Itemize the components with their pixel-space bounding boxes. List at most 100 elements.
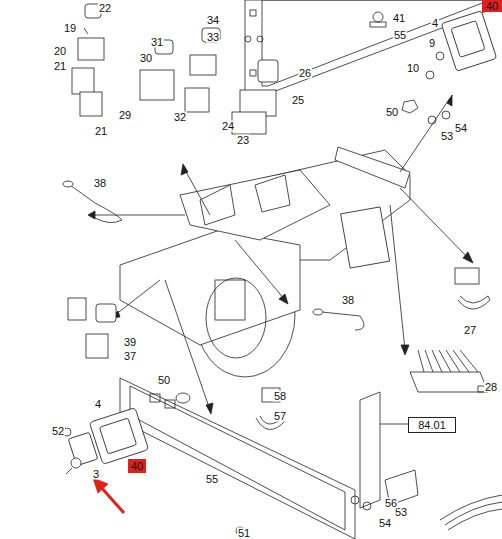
illustration-stroke — [446, 350, 460, 372]
illustration-stroke — [463, 252, 473, 263]
callout-number: 4 — [431, 18, 439, 29]
illustration-stroke — [95, 215, 185, 216]
illustration-stroke — [72, 68, 94, 94]
callout-number: 50 — [385, 107, 399, 118]
illustration-stroke — [436, 52, 444, 60]
illustration-stroke — [425, 350, 433, 372]
illustration-stroke — [68, 298, 86, 320]
illustration-stroke — [363, 502, 371, 510]
callout-number: 22 — [98, 3, 112, 14]
illustration-stroke — [245, 36, 251, 42]
illustration-stroke — [181, 164, 188, 175]
callout-number: 84.01 — [418, 420, 446, 431]
illustration-stroke — [150, 394, 160, 402]
illustration-stroke — [418, 350, 424, 372]
callout-number: 53 — [440, 131, 454, 142]
illustration-stroke — [400, 188, 470, 260]
illustration-stroke — [262, 0, 490, 86]
illustration-stroke — [215, 280, 245, 320]
illustration-stroke — [68, 298, 116, 358]
illustration-stroke — [441, 11, 496, 72]
illustration-stroke — [86, 334, 108, 358]
illustration-stroke — [78, 38, 104, 60]
callout-number: 24 — [221, 121, 235, 132]
illustration-stroke — [401, 345, 409, 355]
illustration-stroke — [279, 294, 288, 304]
illustration-stroke — [460, 350, 478, 372]
illustration-stroke — [66, 468, 72, 474]
illustration-stroke — [380, 424, 408, 425]
illustration-stroke — [351, 496, 359, 504]
callout-number: 57 — [273, 411, 287, 422]
illustration-stroke — [390, 205, 405, 350]
illustration-stroke — [140, 70, 174, 100]
illustration-stroke — [402, 100, 418, 113]
illustration-stroke — [410, 372, 488, 392]
illustration-stroke — [373, 12, 383, 22]
callout-number: 52 — [51, 426, 65, 437]
callout-number: 58 — [273, 391, 287, 402]
illustration-stroke — [250, 10, 256, 16]
illustration-stroke — [206, 278, 266, 358]
highlight-callout: 40 — [128, 459, 146, 473]
callout-number: 38 — [341, 295, 355, 306]
illustration-stroke — [176, 393, 190, 403]
callout-number: 50 — [157, 375, 171, 386]
callout-number: 54 — [378, 518, 392, 529]
illustration-stroke — [313, 309, 323, 315]
callout-number: 29 — [118, 110, 132, 121]
callout-number: 33 — [206, 32, 220, 43]
illustration-stroke — [440, 495, 502, 530]
callout-number: 26 — [298, 68, 312, 79]
illustration-stroke — [447, 95, 452, 106]
illustration-stroke — [453, 350, 469, 372]
callout-number: 23 — [236, 135, 250, 146]
highlight-callout: 40 — [482, 0, 502, 12]
illustration-stroke — [99, 418, 136, 454]
callout-number: 55 — [393, 30, 407, 41]
illustration-stroke — [439, 350, 451, 372]
callout-number: 55 — [205, 474, 219, 485]
illustration-stroke — [202, 28, 220, 42]
illustration-stroke — [84, 28, 88, 34]
illustration-stroke — [63, 181, 73, 187]
callout-number: 4 — [94, 399, 102, 410]
callout-number: 31 — [150, 37, 164, 48]
illustration-stroke — [72, 4, 278, 134]
illustration-stroke — [120, 150, 410, 377]
callout-number: 41 — [392, 13, 406, 24]
illustration-stroke — [418, 350, 478, 372]
callout-number: 34 — [206, 15, 220, 26]
callout-number: 19 — [63, 23, 77, 34]
illustration-stroke — [235, 240, 285, 300]
illustration-stroke — [185, 88, 209, 112]
illustration-stroke — [250, 70, 256, 76]
callout-number: 37 — [123, 351, 137, 362]
illustration-stroke — [120, 378, 355, 539]
callout-number: 54 — [454, 123, 468, 134]
illustration-stroke — [120, 230, 300, 345]
illustration-stroke — [426, 71, 434, 79]
callout-number: 21 — [53, 61, 67, 72]
illustration-stroke — [200, 185, 235, 225]
illustration-stroke — [130, 386, 345, 530]
callout-number: 30 — [139, 53, 153, 64]
illustration-stroke — [458, 296, 490, 309]
callout-number: 20 — [53, 46, 67, 57]
callout-number: 51 — [237, 527, 251, 538]
callout-number: 40 — [486, 1, 498, 12]
callout-number: 38 — [93, 178, 107, 189]
illustration-stroke — [206, 403, 213, 414]
illustration-stroke — [190, 55, 216, 75]
illustration-stroke — [185, 170, 210, 215]
illustration-stroke — [165, 400, 175, 408]
illustration-stroke — [442, 111, 450, 119]
callout-number: 56 — [384, 498, 398, 509]
illustration-stroke — [70, 185, 122, 223]
reference-box: 84.01 — [408, 417, 456, 433]
illustration-stroke — [455, 268, 479, 284]
callout-number: 40 — [131, 461, 143, 472]
callout-number: 32 — [173, 112, 187, 123]
illustration-stroke — [93, 478, 108, 493]
